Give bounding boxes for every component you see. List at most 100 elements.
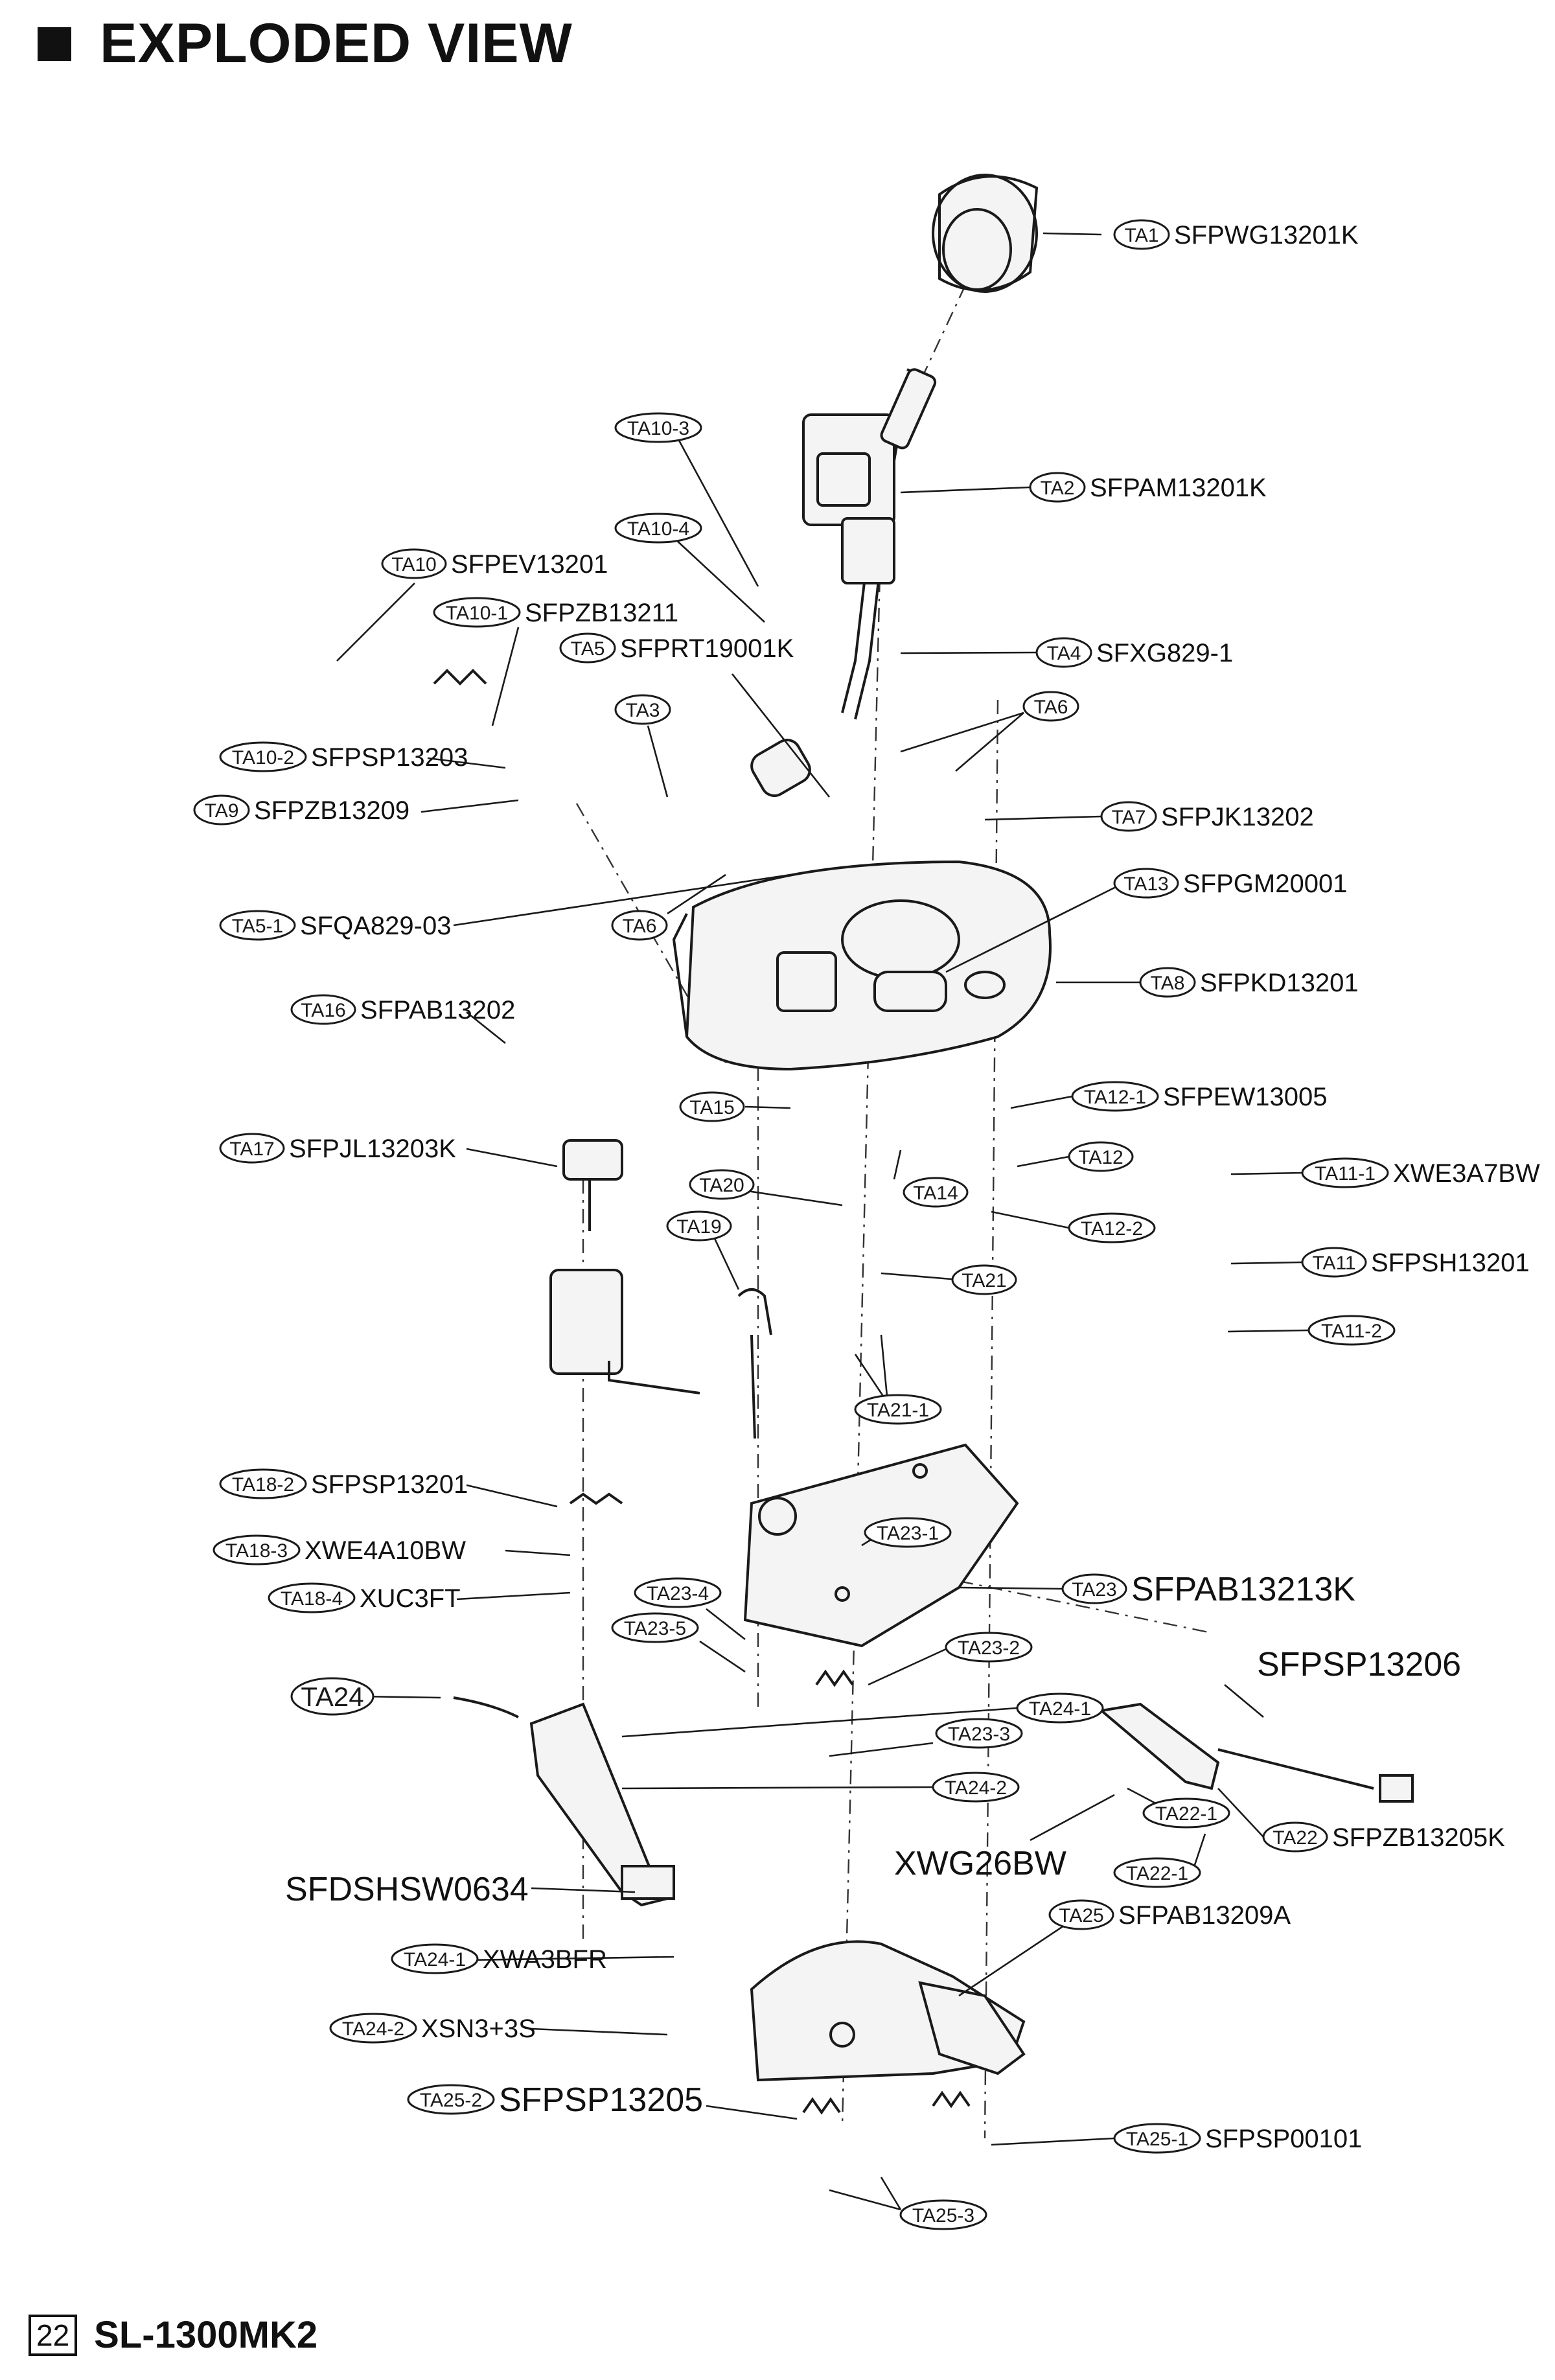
tag-oval — [1142, 1797, 1230, 1829]
arm-rest-part — [549, 1139, 700, 1394]
tag-label: TA23 — [1072, 1579, 1116, 1600]
tag-oval — [611, 910, 668, 941]
tag-label: TA7 — [1112, 807, 1146, 828]
tag-oval — [932, 1772, 1020, 1803]
tag-label: TA11-1 — [1315, 1163, 1376, 1184]
part-label-ta11-2: TA11-2 — [1307, 1315, 1396, 1346]
tag-oval — [219, 910, 296, 941]
tag-oval — [864, 1517, 952, 1548]
tag-label: TA22-1 — [1155, 1803, 1217, 1825]
part-number: XUC3FT — [360, 1584, 461, 1613]
part-label-ta15: TA15 — [679, 1091, 745, 1122]
tag-oval — [219, 1133, 285, 1164]
tag-oval — [290, 994, 356, 1025]
part-label-ta10-3: TA10-3 — [614, 412, 702, 443]
tag-label: TA12-1 — [1084, 1087, 1146, 1108]
part-number: SFPSH13201 — [1371, 1249, 1530, 1277]
part-label-sfpsp13206: SFPSP13206 — [1257, 1646, 1461, 1683]
tag-oval — [1301, 1157, 1389, 1188]
tag-label: TA11-2 — [1321, 1321, 1382, 1342]
tag-oval — [951, 1264, 1017, 1295]
tag-label: TA5 — [571, 638, 605, 660]
counterweight-part — [932, 174, 1039, 293]
springs — [433, 669, 971, 2115]
tag-oval — [1016, 1693, 1104, 1724]
tag-oval — [381, 548, 447, 579]
tag-oval — [854, 1394, 942, 1425]
part-label-ta21: TA21 — [951, 1264, 1017, 1295]
tag-oval — [1139, 967, 1196, 998]
tag-oval — [614, 513, 702, 544]
part-label-ta23-1: TA23-1 — [864, 1517, 952, 1548]
tag-label: TA10-4 — [627, 518, 689, 540]
tag-label: TA11 — [1312, 1253, 1355, 1274]
part-label-ta21-1: TA21-1 — [854, 1394, 942, 1425]
tag-oval — [1113, 219, 1170, 250]
tag-oval — [1048, 1899, 1114, 1930]
part-number: SFPKD13201 — [1200, 969, 1359, 997]
part-label-ta25-3: TA25-3 — [899, 2199, 987, 2230]
tag-label: TA2 — [1041, 478, 1075, 499]
page-title: EXPLODED VIEW — [38, 12, 573, 76]
tag-label: TA23-1 — [877, 1523, 939, 1544]
tag-oval — [614, 694, 671, 725]
tag-label: TA21-1 — [867, 1400, 929, 1421]
tag-label: TA25 — [1059, 1905, 1103, 1926]
tag-label: TA25-2 — [420, 2090, 482, 2111]
part-label-ta11: TA11 SFPSH13201 — [1301, 1247, 1530, 1278]
tag-label: TA13 — [1123, 873, 1168, 895]
tag-oval — [666, 1210, 732, 1242]
tag-label: TA18-3 — [225, 1540, 288, 1562]
tag-label: TA21 — [962, 1270, 1006, 1291]
tag-oval — [945, 1632, 1033, 1663]
tag-oval — [689, 1169, 755, 1200]
part-number: SFQA829-03 — [300, 912, 451, 940]
tag-label: TA24 — [301, 1681, 363, 1712]
tag-label: TA22 — [1273, 1827, 1317, 1849]
part-number: SFPJK13202 — [1161, 803, 1314, 831]
part-number: SFXG829-1 — [1096, 639, 1233, 667]
page-title-text: EXPLODED VIEW — [100, 12, 573, 75]
part-number: SFPAB13202 — [360, 996, 515, 1024]
part-label-ta12: TA12 — [1068, 1141, 1134, 1172]
part-label-ta12-2: TA12-2 — [1068, 1212, 1156, 1243]
tag-label: TA8 — [1151, 973, 1185, 994]
part-label-ta24: TA24 — [290, 1677, 374, 1716]
tag-oval — [219, 741, 307, 772]
tag-label: TA18-2 — [232, 1474, 294, 1496]
part-number: SFPZB13209 — [254, 796, 409, 825]
part-label-ta23-5: TA23-5 — [611, 1612, 699, 1643]
part-label-ta6: TA6 — [1022, 691, 1079, 722]
part-label-ta10-4: TA10-4 — [614, 513, 702, 544]
part-label-ta23-2: TA23-2 — [945, 1632, 1033, 1663]
part-label-ta7: TA7 SFPJK13202 — [1100, 801, 1314, 832]
tag-label: TA12-2 — [1081, 1218, 1143, 1240]
part-number: SFPZB13211 — [525, 599, 678, 627]
tag-label: TA17 — [229, 1138, 274, 1160]
part-label-ta23-4: TA23-4 — [634, 1577, 722, 1608]
base-plate-part — [672, 860, 1052, 1071]
tag-oval — [1029, 472, 1086, 503]
tag-oval — [329, 2013, 417, 2044]
part-label-ta24-2: TA24-2 — [932, 1772, 1020, 1803]
tag-label: TA19 — [676, 1216, 721, 1238]
